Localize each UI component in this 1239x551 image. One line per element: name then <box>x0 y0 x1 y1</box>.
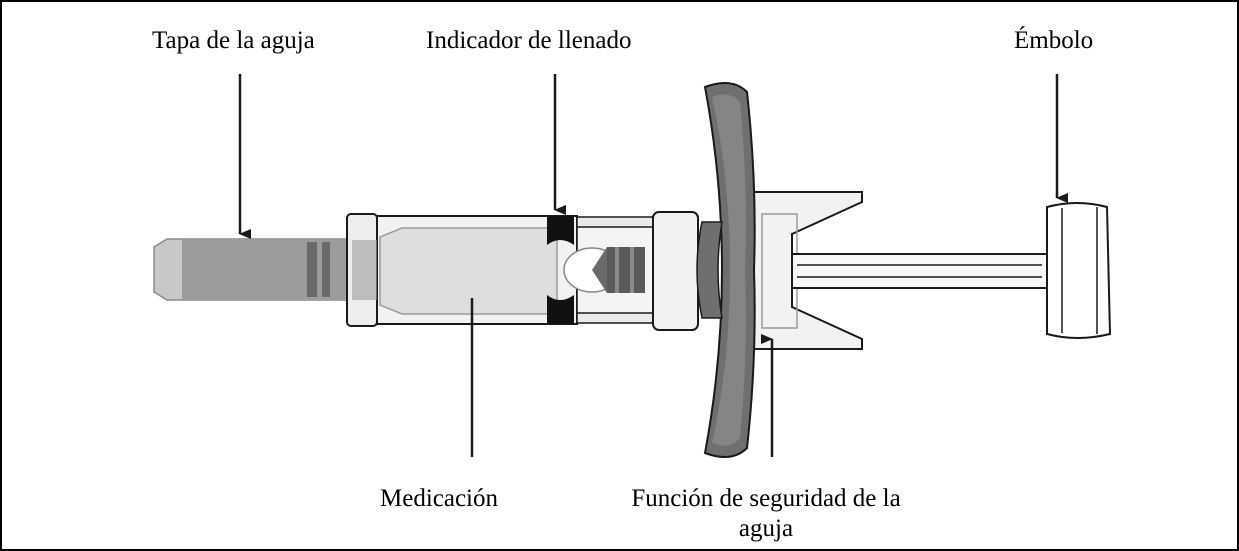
fill-indicator-label: Indicador de llenado <box>426 27 632 54</box>
syringe-barrel <box>346 213 578 327</box>
medication-label: Medicación <box>380 485 499 512</box>
plunger-label: Émbolo <box>1014 27 1094 54</box>
finger-flange <box>696 82 756 458</box>
needle-safety-label-line2: aguja <box>738 515 794 542</box>
needle-cap-label: Tapa de la aguja <box>152 27 315 54</box>
needle-safety-label-line1: Función de seguridad de la <box>631 485 901 512</box>
plunger-head <box>1046 202 1112 339</box>
needle-cap <box>153 238 348 301</box>
fill-indicator <box>547 216 574 324</box>
needle-safety-label: Función de seguridad de la aguja <box>606 484 926 544</box>
needle-safety-sleeve <box>652 191 863 350</box>
plunger-rod <box>791 253 1048 289</box>
